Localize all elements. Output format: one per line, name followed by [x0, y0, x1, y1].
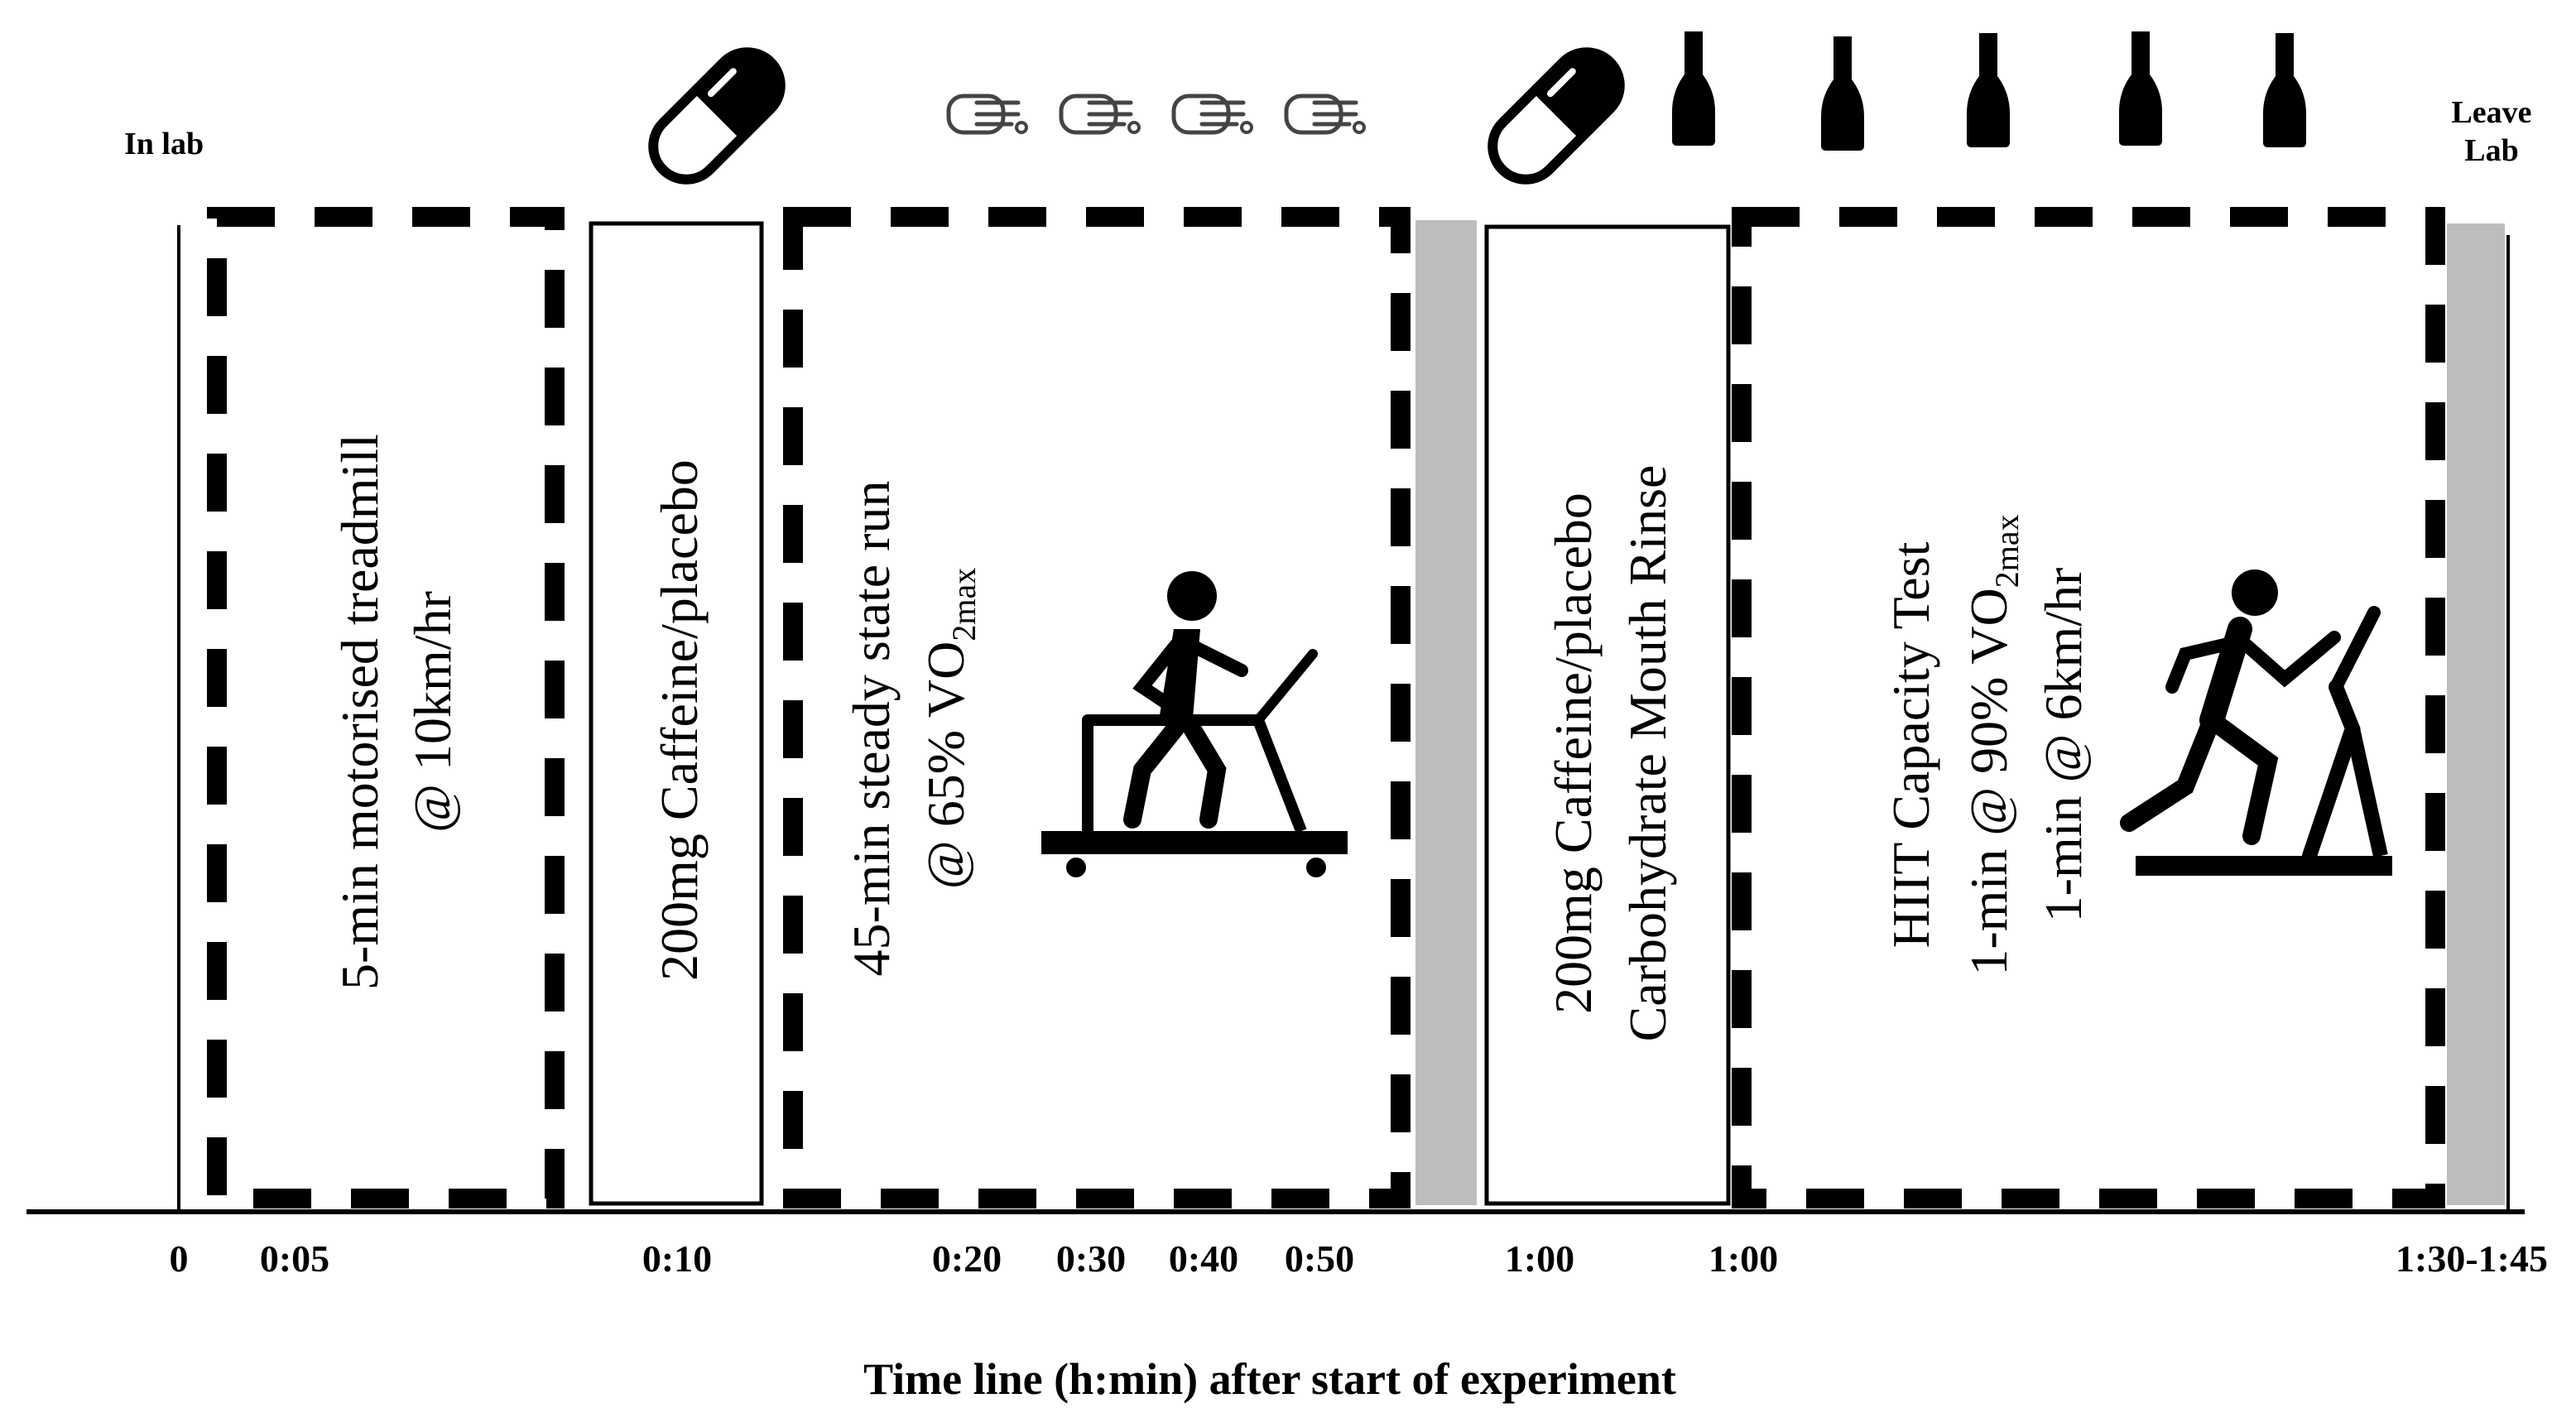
- x-axis-label: Time line (h:min) after start of experim…: [863, 1354, 1676, 1404]
- warmup-phase-box: [207, 207, 565, 1208]
- tick-label: 1:30-1:45: [2396, 1237, 2548, 1280]
- rest-bar-1: [1415, 220, 1477, 1205]
- dose2-phase-box: [1484, 224, 1731, 1206]
- treadmill-sprinter-icon: [2120, 569, 2392, 876]
- dose2-text-line1: 200mg Caffeine/placebo: [1544, 492, 1603, 1014]
- steady-state-phase-box: [783, 207, 1411, 1208]
- bottle-icon: [2263, 33, 2306, 147]
- hiit-text-line3: 1-min @ 6km/hr: [2034, 568, 2093, 923]
- rest-bar-2: [2447, 223, 2505, 1205]
- in-lab-label: In lab: [124, 127, 204, 161]
- dose2-text-line2: Carbohydrate Mouth Rinse: [1618, 465, 1677, 1042]
- finger-prick-icon: [946, 94, 1028, 135]
- capsule-icon: [1487, 47, 1625, 185]
- finger-prick-icon: [1059, 94, 1141, 135]
- leave-lab-label-line2: Lab: [2464, 133, 2518, 168]
- tick-label: 1:00: [1709, 1237, 1778, 1280]
- hiit-text-line2: 1-min @ 90% VO2max: [1959, 514, 2026, 975]
- warmup-text-line2: @ 10km/hr: [403, 591, 462, 833]
- steady-text-line1: 45-min steady state run: [842, 481, 901, 977]
- bottle-icon: [1967, 33, 2010, 147]
- steady-text-line2: @ 65% VO2max: [916, 568, 983, 889]
- hiit-text-line1: HIIT Capacity Test: [1882, 541, 1940, 948]
- steady-vo2-prefix: @ 65% VO: [916, 641, 975, 890]
- bottle-icon: [1821, 36, 1864, 151]
- capsule-icon: [648, 47, 786, 185]
- tick-label: 0:50: [1285, 1237, 1354, 1280]
- dose1-text: 200mg Caffeine/placebo: [650, 459, 709, 981]
- bottle-icon: [2119, 31, 2162, 146]
- tick-label: 0:10: [642, 1237, 712, 1280]
- treadmill-runner-icon: [1041, 571, 1348, 877]
- tick-label: 0:05: [260, 1237, 329, 1280]
- hiit-vo2-subscript: 2max: [1988, 514, 2026, 588]
- finger-prick-icon: [1171, 94, 1253, 135]
- finger-prick-icon: [1284, 94, 1366, 135]
- leave-lab-label-line1: Leave: [2451, 95, 2531, 130]
- steady-vo2-subscript: 2max: [945, 568, 983, 641]
- tick-label: 1:00: [1505, 1237, 1574, 1280]
- tick-label: 0:40: [1169, 1237, 1238, 1280]
- tick-label: 0: [170, 1237, 189, 1280]
- warmup-text-line1: 5-min motorised treadmill: [330, 434, 389, 990]
- hiit-phase-box: [1732, 207, 2445, 1208]
- bottle-icon: [1672, 31, 1715, 146]
- tick-label: 0:30: [1056, 1237, 1126, 1280]
- tick-label: 0:20: [932, 1237, 1002, 1280]
- dose1-phase-box: [589, 221, 764, 1206]
- hiit-vo2-prefix: 1-min @ 90% VO: [1959, 588, 2018, 975]
